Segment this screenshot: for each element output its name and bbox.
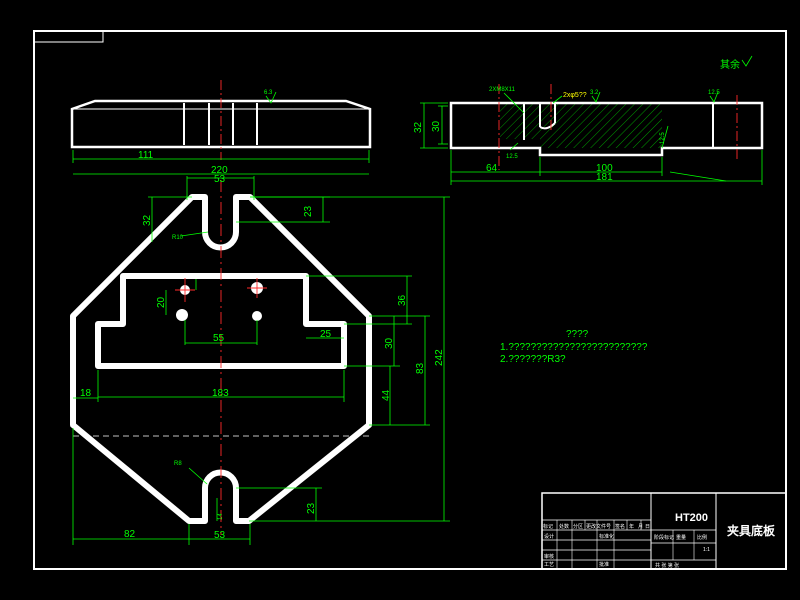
dim-83: 83: [415, 362, 426, 374]
dim-64: 64: [486, 163, 498, 174]
dim-23-top: 23: [303, 205, 314, 217]
tb-standard: 标准化: [599, 533, 614, 540]
dim-181: 181: [596, 172, 613, 183]
side-roughness-3: 12.5: [506, 154, 518, 160]
title-block: HT200 夹具底板 标记 处数 分区 更改文件号 签名 年 月 日 设计 标准…: [541, 492, 787, 570]
dim-14: 14: [218, 513, 224, 520]
hole-callout: 2xφ5??: [563, 92, 587, 99]
tb-designer: 设计: [544, 533, 554, 540]
radius-top: R10: [172, 235, 184, 241]
tb-change: 更改文件号: [586, 523, 611, 530]
dim-20: 20: [156, 296, 167, 308]
side-hole-dia: 12.5: [660, 132, 666, 144]
dim-44: 44: [381, 389, 392, 401]
tb-day: 日: [645, 524, 650, 530]
roughness-note: 其余: [720, 58, 740, 71]
tech-note-1: 1.?????????????????????????: [500, 342, 648, 353]
dim-30-plan: 30: [384, 337, 395, 349]
dim-242: 242: [434, 349, 445, 366]
tech-title: ????: [566, 329, 589, 340]
dim-53-top: 53: [214, 174, 226, 185]
tb-scale: 比例: [697, 534, 707, 541]
tb-year: 年: [629, 523, 634, 530]
tech-note-2: 2.???????R3?: [500, 354, 566, 365]
side-view: 2XM8X11 2xφ5?? 3.2 12.5 12.5 12.5 32 30 …: [413, 55, 764, 185]
plan-view: 220 53 32 23 R10 20 55 36 25 30: [70, 165, 450, 545]
front-view: 6.3 111: [70, 80, 372, 163]
dim-32-plan: 32: [142, 214, 153, 226]
tb-scale-value: 1:1: [703, 547, 710, 553]
dim-53-bottom: 53: [214, 530, 226, 541]
dim-25: 25: [320, 329, 332, 340]
tb-approve: 批准: [599, 561, 609, 568]
dim-220: 220: [211, 165, 228, 176]
tb-count: 处数: [559, 523, 569, 530]
material: HT200: [675, 512, 708, 524]
dim-18: 18: [80, 388, 92, 399]
dim-100: 100: [596, 163, 613, 174]
dim-111: 111: [138, 150, 154, 161]
tb-weight: 重量: [676, 534, 686, 541]
side-roughness-2: 12.5: [708, 90, 720, 96]
dim-82: 82: [124, 529, 136, 540]
tb-checker: 审核: [544, 553, 554, 560]
dim-23-bottom: 23: [306, 502, 317, 514]
side-roughness-1: 3.2: [590, 90, 599, 96]
dim-183: 183: [212, 388, 229, 399]
dim-30: 30: [431, 120, 442, 132]
part-name: 夹具底板: [727, 523, 776, 538]
dim-32: 32: [413, 121, 424, 133]
thread-callout: 2XM8X11: [489, 87, 516, 93]
tb-process: 工艺: [544, 562, 554, 568]
technical-notes: ???? 1.????????????????????????? 2.?????…: [500, 329, 648, 365]
tb-mark: 标记: [543, 523, 553, 530]
tb-sign: 签名: [615, 523, 625, 530]
radius-bottom: R8: [174, 461, 182, 467]
dim-36: 36: [397, 294, 408, 306]
tb-month: 月: [638, 524, 643, 530]
tb-stage: 阶段标记: [654, 534, 674, 541]
front-roughness: 6.3: [264, 90, 273, 96]
sheet-border: [33, 30, 787, 570]
dim-55: 55: [213, 333, 225, 344]
tb-sheet-info: 共 张 第 张: [655, 562, 679, 569]
tb-zone: 分区: [573, 523, 583, 530]
